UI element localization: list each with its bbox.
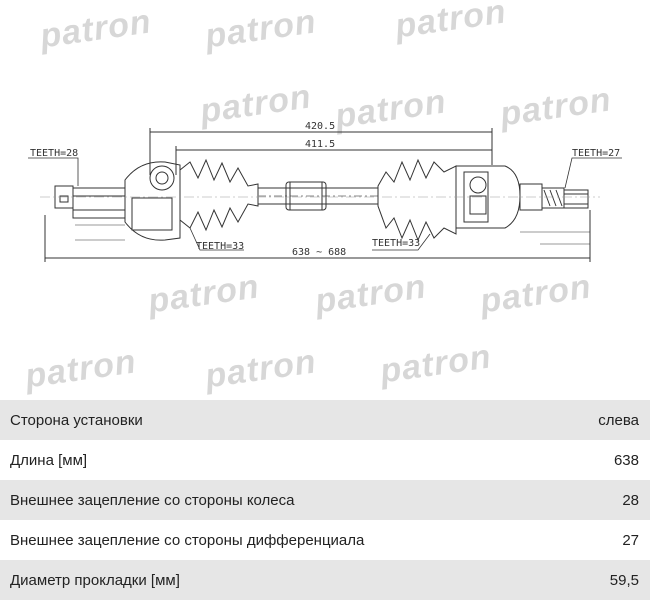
spec-value: 28: [622, 491, 639, 509]
spec-value: 27: [622, 531, 639, 549]
spec-row: Внешнее зацепление со стороны колеса 28: [0, 480, 650, 520]
dim-label-total: 638 ~ 688: [292, 247, 346, 258]
spec-row: Длина [мм] 638: [0, 440, 650, 480]
specs-table: Сторона установки слева Длина [мм] 638 В…: [0, 400, 650, 600]
spec-label: Сторона установки: [10, 411, 143, 429]
spec-label: Внешнее зацепление со стороны дифференци…: [10, 531, 365, 549]
teeth-right-label: TEETH=27: [572, 148, 620, 159]
spec-label: Длина [мм]: [10, 451, 88, 469]
spec-value: 59,5: [609, 571, 639, 589]
spec-label: Внешнее зацепление со стороны колеса: [10, 491, 295, 509]
spec-label: Диаметр прокладки [мм]: [10, 571, 180, 589]
spec-value: слева: [598, 411, 639, 429]
drive-shaft-drawing: 420.5 411.5 638 ~ 688 TEETH=28 TEETH=27 …: [28, 121, 622, 262]
spec-row: Внешнее зацепление со стороны дифференци…: [0, 520, 650, 560]
dim-label-420: 420.5: [305, 121, 335, 132]
dim-label-411: 411.5: [305, 139, 335, 150]
spec-row: Диаметр прокладки [мм] 59,5: [0, 560, 650, 600]
teeth-inner-left-label: TEETH=33: [196, 241, 244, 252]
spec-row: Сторона установки слева: [0, 400, 650, 440]
spec-value: 638: [613, 451, 639, 469]
teeth-inner-right-label: TEETH=33: [372, 238, 420, 249]
teeth-left-label: TEETH=28: [30, 148, 78, 159]
